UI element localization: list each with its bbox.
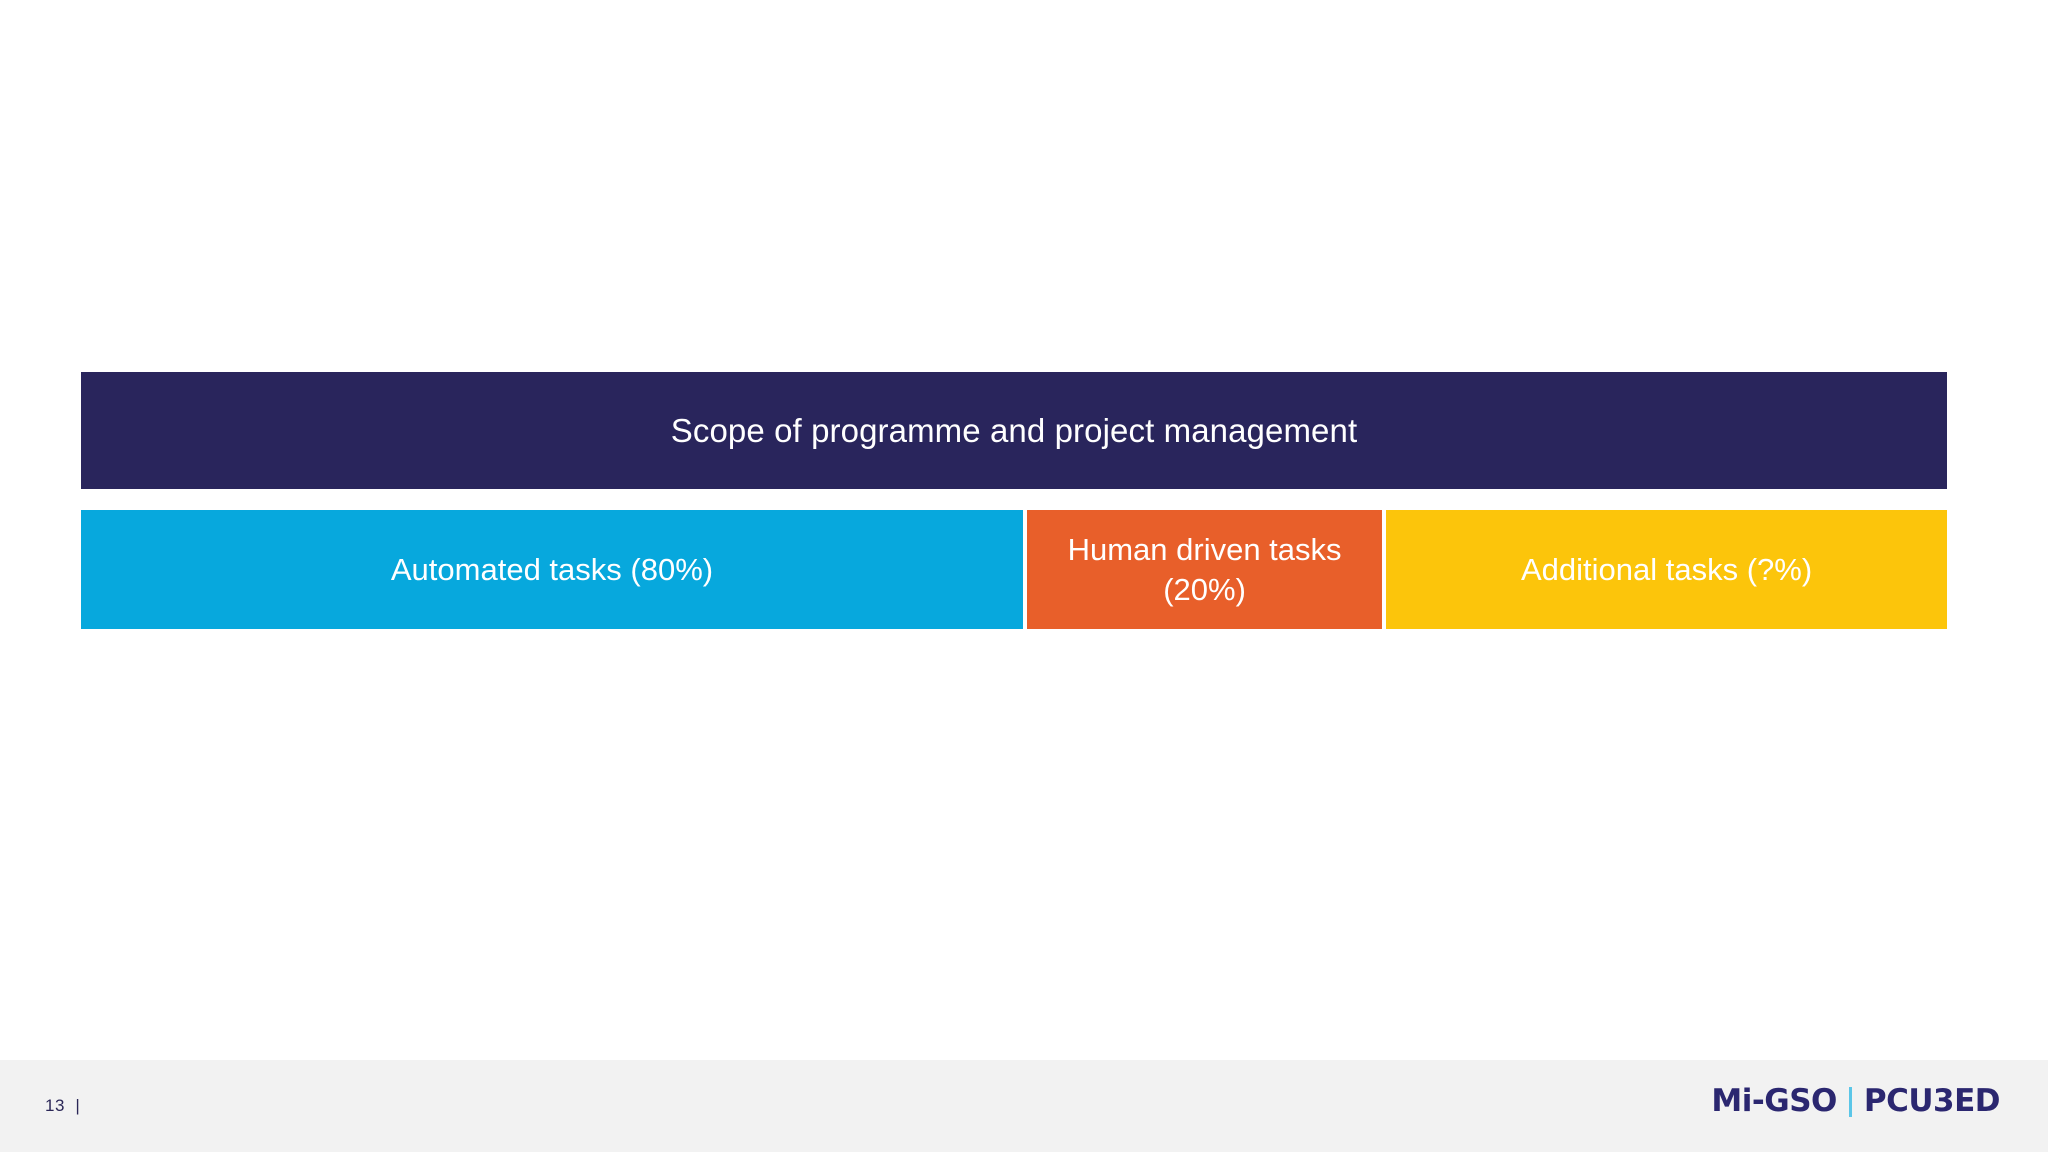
brand-logo-pcubed-text: PCU3ED [1863, 1083, 2001, 1119]
slide-footer: 13 | Mi-GSO PCU3ED [0, 1060, 2048, 1152]
segment-automated-tasks-label: Automated tasks (80%) [390, 551, 714, 587]
scope-diagram: Scope of programme and project managemen… [81, 372, 1947, 629]
scope-header-label: Scope of programme and project managemen… [670, 411, 1358, 449]
scope-header-bar: Scope of programme and project managemen… [81, 372, 1947, 489]
segments-row: Automated tasks (80%) Human driven tasks… [81, 510, 1947, 629]
page-number: 13 | [45, 1096, 81, 1115]
segment-automated-tasks: Automated tasks (80%) [81, 510, 1023, 629]
segment-human-driven-tasks-label: Human driven tasks (20%) [1067, 531, 1342, 607]
segment-additional-tasks: Additional tasks (?%) [1386, 510, 1947, 629]
segment-additional-tasks-label: Additional tasks (?%) [1521, 551, 1813, 587]
segment-human-driven-tasks: Human driven tasks (20%) [1026, 510, 1383, 629]
brand-logo-divider [1848, 1086, 1852, 1117]
brand-logo: Mi-GSO PCU3ED [1711, 1083, 2001, 1119]
brand-logo-migso-text: Mi-GSO [1711, 1083, 1837, 1119]
